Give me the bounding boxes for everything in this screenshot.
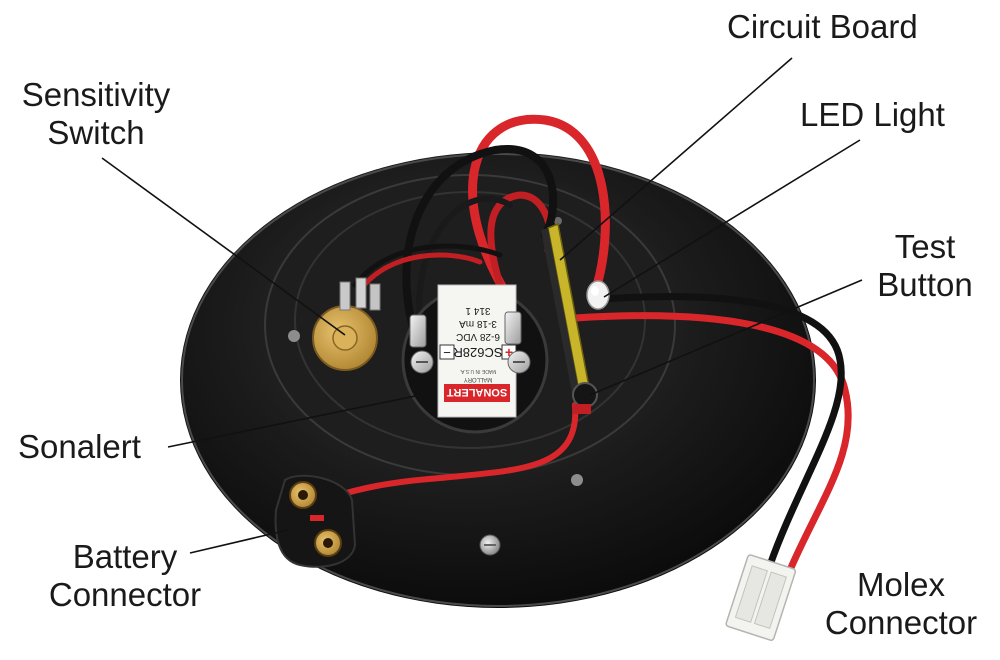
leader-sensitivity-switch xyxy=(101,157,346,336)
label-sonalert-text: Sonalert xyxy=(18,428,141,465)
label-sensitivity-switch-line2: Switch xyxy=(47,114,145,151)
label-molex-connector: Molex Connector xyxy=(810,566,992,642)
label-sensitivity-switch-line1: Sensitivity xyxy=(21,76,171,113)
molex-housing xyxy=(725,554,797,641)
sticker-minus: − xyxy=(443,345,451,360)
mount-hole-left xyxy=(288,330,300,342)
wire-black-loop-left xyxy=(402,145,558,339)
sticker-code: 314 1 xyxy=(465,305,490,316)
wire-red-battery xyxy=(327,402,579,501)
label-circuit-board-text: Circuit Board xyxy=(727,8,918,45)
wire-red-loop-top xyxy=(468,114,610,320)
sticker-origin: MADE IN U.S.A. xyxy=(460,368,497,374)
sticker-model: SC628R xyxy=(453,345,502,360)
housing-rim-highlight xyxy=(181,153,815,607)
label-test-button: Test Button xyxy=(860,228,990,304)
leader-circuit-board xyxy=(559,57,793,261)
sticker-maker: MALLORY xyxy=(464,376,493,382)
led-lens xyxy=(586,280,610,310)
sticker-brand: SONALERT xyxy=(446,386,507,398)
sticker-voltage: 6-28 VDC xyxy=(456,331,500,342)
led-light-component xyxy=(586,280,610,310)
label-battery-connector-line2: Connector xyxy=(48,576,202,613)
label-sensitivity-switch: Sensitivity Switch xyxy=(6,76,186,152)
leader-lines xyxy=(101,57,863,554)
mount-hole-top xyxy=(554,217,562,225)
leader-led-light xyxy=(603,139,861,298)
label-test-button-line1: Test xyxy=(894,228,956,265)
label-circuit-board: Circuit Board xyxy=(727,8,918,46)
label-battery-connector-line1: Battery xyxy=(72,538,178,575)
label-sonalert: Sonalert xyxy=(18,428,141,466)
label-test-button-line2: Button xyxy=(877,266,973,303)
circuit-board-component xyxy=(541,222,598,414)
label-molex-connector-line2: Connector xyxy=(824,604,978,641)
leader-sonalert xyxy=(167,394,421,448)
sensitivity-switch-component xyxy=(312,277,381,371)
label-led-light: LED Light xyxy=(800,96,945,134)
wire-black-molex-cable xyxy=(586,293,845,569)
sticker-plus: + xyxy=(505,344,513,360)
terminal-left xyxy=(409,314,427,348)
leader-test-button xyxy=(589,279,863,396)
label-battery-connector: Battery Connector xyxy=(30,538,220,614)
molex-connector-component xyxy=(725,554,797,641)
test-button-cap xyxy=(572,382,598,408)
battery-connector-component xyxy=(274,474,357,568)
leader-battery-connector xyxy=(189,529,289,554)
terminal-right xyxy=(504,311,522,345)
label-molex-connector-line1: Molex xyxy=(856,566,946,603)
label-led-light-text: LED Light xyxy=(800,96,945,133)
wire-red-to-switch xyxy=(357,252,483,293)
mount-hole-right xyxy=(571,474,583,486)
sticker-current: 3-18 mA xyxy=(459,318,497,329)
wire-black-to-switch xyxy=(352,243,503,288)
wire-black-loop-2 xyxy=(415,195,513,335)
sonalert-component: SC628R 6-28 VDC 3-18 mA 314 1 MALLORY MA… xyxy=(401,284,549,434)
